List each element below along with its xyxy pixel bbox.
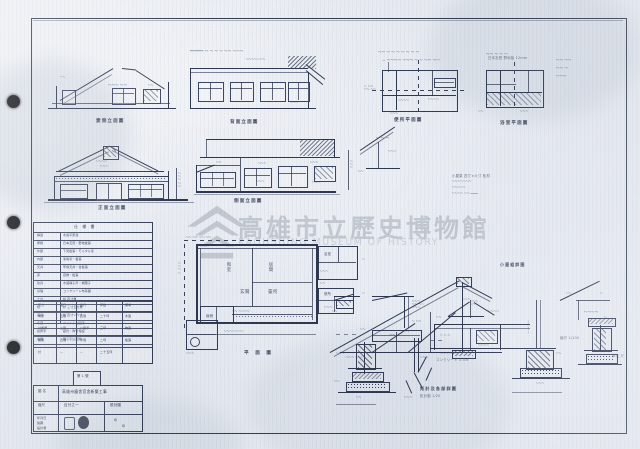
title-row4-label: 製圖 [37,421,44,425]
caption-plan-detail-toilet: 便所平面圖 [394,118,423,123]
spec-row-value-4: 竿緣天井・合板張 [63,265,88,269]
area-head-4: 備考 [125,303,132,307]
title-row5-label: 設計者 [37,426,47,430]
truss-note: 小屋梁 四寸×六寸 松材 [452,174,490,178]
area-row0-c4: 木造 [125,314,132,318]
spec-row-value-7: コンクリート布基礎 [63,289,91,293]
spec-row-value-13: 碍子引込配線 [63,337,82,341]
spec-row-label-3: 内壁 [37,257,44,261]
spec-row-label-5: 床 [37,273,41,277]
spec-row-label-1: 屋根 [37,241,44,245]
spec-table-heading: 仕 様 書 [74,224,97,229]
plan-room-label-1: 居間 [268,262,273,272]
area-head-0: 区分 [38,303,45,307]
spec-row-value-1: 日本瓦葺・野地板張 [63,241,91,245]
area-row1-c2: 一間半 [80,326,90,330]
area-schedule-table: 区分 間口 奥行 坪数 備考 本屋 五間 四間 二十坪 木造 付属屋 二間 一間… [33,300,153,364]
sheet-border-frame [31,18,627,434]
caption-floor-plan: 平 面 圖 [244,351,274,356]
area-row3-c0: 計 [38,350,42,354]
spec-row-label-2: 外壁 [37,249,44,253]
spec-row-label-8: 土台 [37,297,44,301]
dimension-unit-note: 単位 尺 [612,354,625,358]
binding-hole-bottom [7,341,20,354]
area-row2-c1: 四間 [60,338,67,342]
sheet-number-label: 第 1 號 [77,374,89,378]
area-head-3: 坪数 [100,303,107,307]
binding-hole-top [7,95,20,108]
plan-room-label-2: 玄關 [240,290,250,295]
spec-row-value-8: 檜 四寸角 [63,297,77,301]
spec-row-value-12: 鉛管・陶管埋設 [63,329,85,333]
caption-elevation-gable-end: 妻側立面圖 [96,119,125,124]
binding-hole-middle [7,216,20,229]
plan-room-label-5: 便所 [324,292,332,296]
spec-row-value-10: 松 四寸×六寸 [63,313,83,317]
caption-elevation-front: 正面立面圖 [98,206,127,211]
roof-note: 日本瓦葺 野地板 12mm [488,56,528,60]
specification-table: 仕 様 書 構造 木造平家建 屋根 日本瓦葺・野地板張 外壁 下見板張・モルタル… [33,222,153,364]
title-row3-label: 年月日 [37,416,47,420]
caption-roof-truss: 小屋組詳圖 [500,262,526,267]
spec-row-value-5: 畳敷・板張 [63,273,79,277]
plan-room-label-4: 浴室 [324,252,332,256]
section-note: 矩計圖 1/20 [420,394,441,398]
spec-row-label-13: 電燈 [37,337,44,341]
title-row0-value: 高雄州廳舍官舍新築工事 [62,389,108,394]
area-row2-c0: 縁側 [38,338,45,342]
area-row0-c3: 二十坪 [100,314,110,318]
spec-row-label-7: 基礎 [37,289,44,293]
area-row2-c2: 半間 [80,338,87,342]
caption-elevation-rear: 背面立面圖 [230,120,259,125]
spec-row-label-10: 梁桁 [37,313,44,317]
title-block: 第 1 號 圖 名 高雄州廳舍官舍新築工事 縮尺 百分之一 設計圖 年月日 製圖… [33,371,143,432]
plan-room-label-0: 和室 [226,262,231,272]
area-row0-c1: 五間 [60,314,67,318]
area-row0-c0: 本屋 [38,314,45,318]
spec-row-label-9: 柱 [37,305,41,309]
approval-seal-1 [64,417,75,430]
sheet-border-inner-top [33,20,623,21]
area-row2-c4: 板張 [125,338,132,342]
spec-row-label-12: 給排水 [37,329,47,333]
area-row3-c3: 二十五坪 [100,350,113,354]
title-row2-value: 設計圖 [110,403,122,407]
area-row1-c4: 物置 [125,326,132,330]
plan-room-label-6: 緣側 [206,314,214,318]
area-row1-c0: 付属屋 [38,326,48,330]
spec-row-value-0: 木造平家建 [63,233,79,237]
spec-row-value-6: 木製硝子戸・襖障子 [63,281,91,285]
area-row3-c2: — [80,350,84,354]
title-row0-label: 圖 名 [38,389,47,393]
scale-note: 縮尺 1/100 [560,336,580,340]
caption-elevation-side: 側面立面圖 [234,199,263,204]
spec-row-label-6: 建具 [37,281,44,285]
spec-row-value-2: 下見板張・モルタル塗 [63,249,95,253]
title-row1-value: 百分之一 [64,403,79,407]
area-row1-c3: 三坪 [100,326,107,330]
spec-row-label-4: 天井 [37,265,44,269]
spec-row-label-0: 構造 [37,233,44,237]
plan-room-label-3: 臺所 [268,290,278,295]
foundation-note: コンクリート 1:3:6 [436,358,469,362]
caption-plan-detail-bath: 浴室平面圖 [500,121,529,126]
approval-seal-2 [78,416,89,429]
spec-row-value-9: 杉 三寸五分角 [63,305,83,309]
area-head-1: 間口 [60,303,67,307]
area-head-2: 奥行 [80,303,87,307]
area-row0-c2: 四間 [80,314,87,318]
spec-row-value-3: 漆喰塗・板張 [63,257,82,261]
area-row2-c3: 二坪 [100,338,107,342]
title-row1-label: 縮尺 [38,403,45,407]
area-row3-c1: — [60,350,64,354]
caption-section-details: 矩計及各部詳圖 [420,386,458,391]
area-row1-c1: 二間 [60,326,67,330]
